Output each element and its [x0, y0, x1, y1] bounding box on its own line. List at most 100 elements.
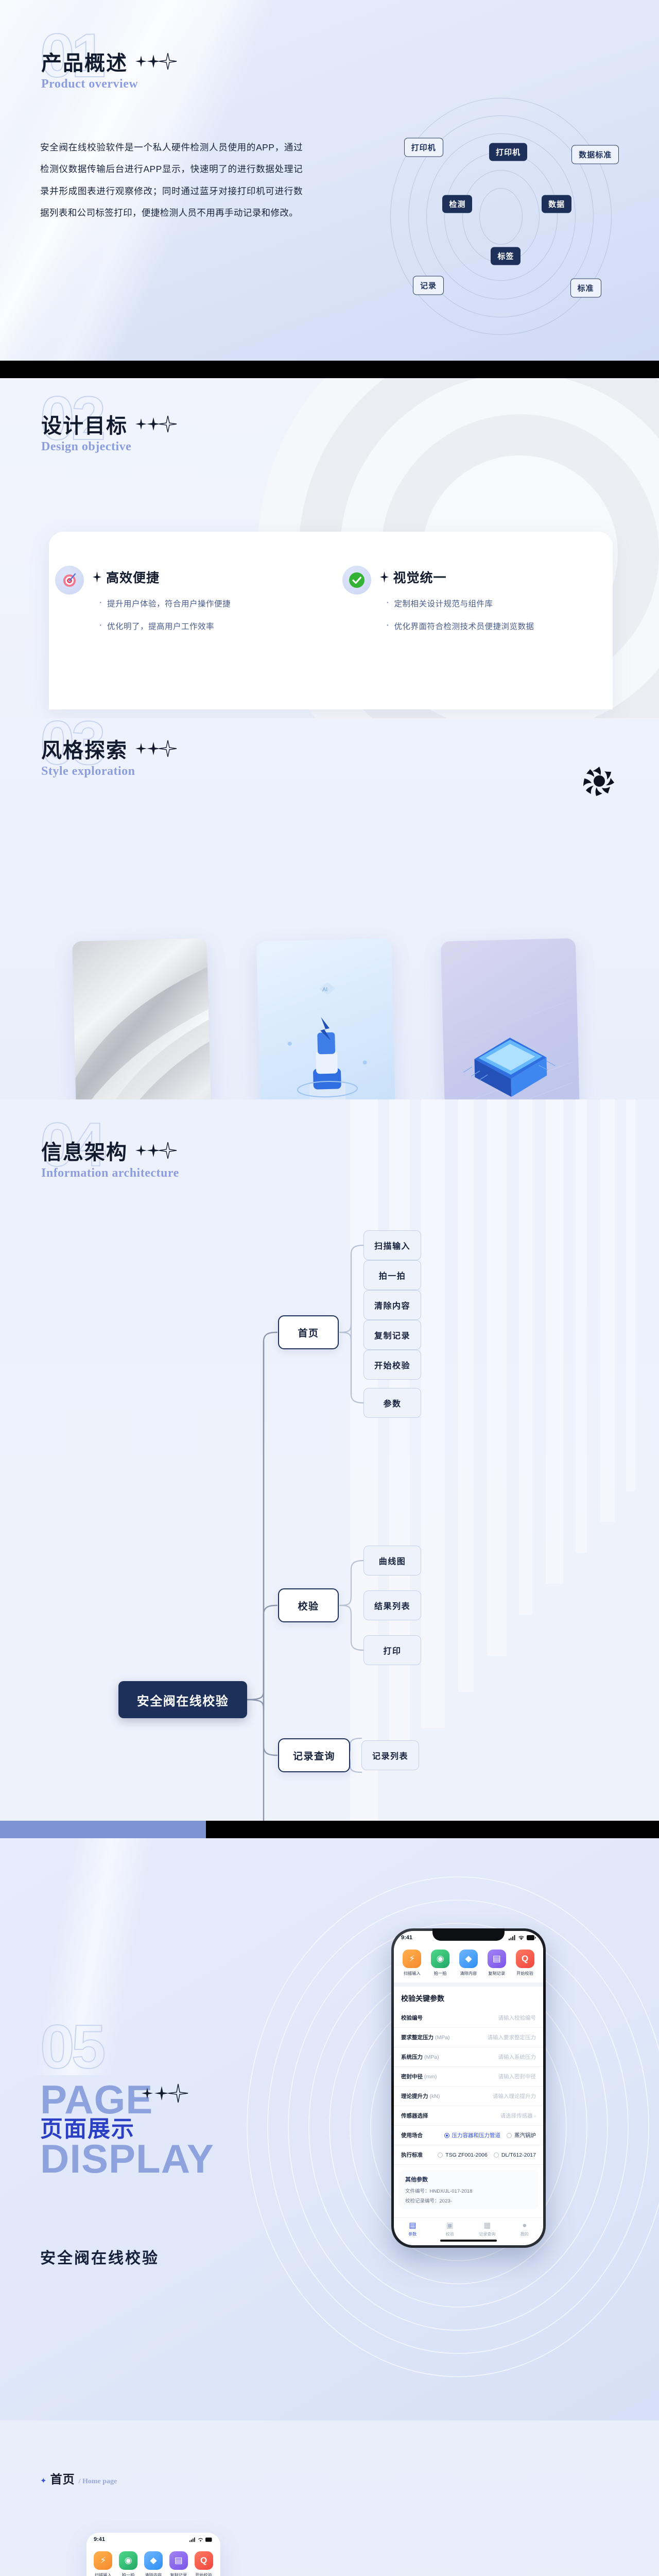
- wifi-icon: [198, 2538, 203, 2541]
- radio-icon: [444, 2132, 449, 2138]
- verify-icon: ▣: [446, 2221, 454, 2230]
- radio-icon: [493, 2152, 499, 2158]
- kingkong-item[interactable]: ⚡ 扫描输入: [399, 1950, 425, 1976]
- radio-option[interactable]: 蒸汽锅炉: [507, 2131, 536, 2139]
- kingkong-item[interactable]: ◉拍一拍: [427, 1950, 453, 1976]
- style-card-row: 轻质 LIGHT AI: [72, 938, 582, 1099]
- spark-bullet-icon: [379, 571, 389, 583]
- form-row-sensor[interactable]: 传感器选择请选择传感器 ›: [394, 2106, 543, 2126]
- row-placeholder: 请输入密封中径: [498, 2074, 536, 2080]
- person-icon: ●: [522, 2221, 527, 2230]
- row-unit: (MPa): [424, 2054, 439, 2060]
- kingkong-item[interactable]: ◉拍一拍: [116, 2551, 141, 2576]
- kingkong-label: 复制记录: [488, 1971, 506, 1976]
- section-information-architecture: 04 信息架构 Information architecture: [0, 1099, 659, 1821]
- section-divider-2: [0, 1821, 659, 1838]
- radar-node-7: 标准: [570, 278, 601, 298]
- kingkong-item[interactable]: ▤复制记录: [484, 1950, 510, 1976]
- status-icons: [509, 1935, 536, 1940]
- radio-option[interactable]: TSG ZF001-2006: [438, 2152, 488, 2158]
- style-art-valve: AI: [256, 938, 397, 1099]
- kingkong-item[interactable]: ⚡扫描输入: [91, 2551, 116, 2576]
- clear-icon: ◆: [459, 1950, 478, 1968]
- kingkong-label: 拍一拍: [433, 1971, 447, 1976]
- ia-leaf: 记录列表: [361, 1740, 419, 1770]
- kingkong-item[interactable]: ◆清除内容: [141, 2551, 166, 2576]
- ia-leaf: 拍一拍: [363, 1260, 421, 1290]
- phone-notch: [432, 1928, 505, 1941]
- hero-subtitle: 安全阀在线校验: [40, 2250, 159, 2267]
- signal-icon: [509, 1935, 515, 1940]
- page-subtitle: Design objective: [41, 440, 132, 453]
- battery-icon: [205, 2537, 212, 2542]
- design-objective-card: 高效便捷 提升用户体验，符合用户操作便捷 优化明了，提高用户工作效率 视觉统一: [49, 532, 613, 709]
- radar-node-4: 数据: [542, 195, 572, 213]
- other-params-line: 校检记录编号：2023-: [405, 2198, 452, 2204]
- radio-option-selected[interactable]: 压力容器和压力管道: [444, 2131, 500, 2139]
- ia-branch-home: 首页: [278, 1315, 339, 1349]
- row-label: 系统压力: [401, 2054, 423, 2060]
- scan-icon: ⚡: [403, 1950, 422, 1968]
- radar-node-3: 检测: [442, 195, 473, 213]
- form-row[interactable]: 要求整定压力(MPa)请输入要求整定压力: [394, 2028, 543, 2047]
- ia-leaf: 曲线图: [363, 1546, 421, 1575]
- overview-header: 01 产品概述 Product overview: [0, 24, 179, 91]
- row-unit: (kN): [429, 2093, 440, 2099]
- row-label: 使用场合: [401, 2132, 423, 2139]
- status-time: 9:41: [94, 2536, 106, 2543]
- scan-icon: ⚡: [94, 2551, 113, 2570]
- tab-verify[interactable]: ▣ 校验: [431, 2218, 469, 2245]
- kingkong-item[interactable]: ◆清除内容: [456, 1950, 481, 1976]
- tab-params[interactable]: ▤ 参数: [394, 2218, 431, 2245]
- spark-bullet-icon: ✦: [40, 2477, 47, 2485]
- kingkong-label: 开始校验: [195, 2573, 212, 2576]
- tab-records[interactable]: ▦记录查询: [469, 2218, 506, 2245]
- status-icons: [189, 2537, 213, 2542]
- callout-title: 金刚区: [294, 2574, 526, 2576]
- form-card-title: 校验关键参数: [401, 1994, 444, 2003]
- ia-leaf: 参数: [363, 1388, 421, 1418]
- radio-option[interactable]: DL/T612-2017: [493, 2152, 536, 2158]
- section-design-objective: 02 设计目标 Design objective: [0, 378, 659, 718]
- form-row[interactable]: 校验编号请输入校验编号: [394, 2008, 543, 2028]
- objective-title: 高效便捷: [106, 571, 160, 585]
- page-title: 风格探索: [41, 739, 128, 762]
- params-icon: ▤: [409, 2221, 417, 2230]
- sparkle-icon: [135, 415, 179, 433]
- tab-label: 记录查询: [479, 2232, 496, 2236]
- concept-radar-diagram: 打印机 打印机 数据标准 检测 数据 标签 记录 标准: [380, 93, 622, 340]
- style-card-efficient: AI 高效 EFFICIENT: [256, 938, 400, 1099]
- ia-leaf: 清除内容: [363, 1290, 421, 1320]
- ia-root-node: 安全阀在线校验: [118, 1681, 247, 1718]
- form-row[interactable]: 系统压力(MPa)请输入系统压力: [394, 2047, 543, 2067]
- tab-label: 参数: [408, 2232, 417, 2236]
- form-row[interactable]: 密封中径(mm)请输入密封中径: [394, 2067, 543, 2087]
- form-row[interactable]: 理论提升力(kN)请输入理论提升力: [394, 2087, 543, 2106]
- subsection-subtitle: / Home page: [78, 2478, 117, 2485]
- radio-icon: [507, 2132, 512, 2138]
- radio-label: 蒸汽锅炉: [514, 2132, 536, 2139]
- overview-paragraph: 安全阀在线校验软件是一个私人硬件检测人员使用的APP，通过检测仪数据传输后台进行…: [40, 142, 303, 218]
- section-number: 05: [40, 2012, 107, 2081]
- sparkle-icon: [135, 53, 179, 70]
- ia-leaf: 打印: [363, 1635, 421, 1665]
- ia-leaf: 开始校验: [363, 1350, 421, 1380]
- ia-header: 04 信息架构 Information architecture: [0, 1113, 179, 1180]
- sparkle-icon: [140, 2083, 192, 2106]
- section-divider-1: [0, 361, 659, 378]
- list-item: 提升用户体验，符合用户操作便捷: [98, 597, 331, 609]
- form-row-scene[interactable]: 使用场合 压力容器和压力管道 蒸汽锅炉: [394, 2126, 543, 2145]
- tab-label: 校验: [445, 2232, 454, 2236]
- form-row-standard[interactable]: 执行标准 TSG ZF001-2006 DL/T612-2017: [394, 2145, 543, 2165]
- tab-mine[interactable]: ●我的: [506, 2218, 544, 2245]
- row-label: 要求整定压力: [401, 2035, 433, 2041]
- kingkong-item[interactable]: ▤复制记录: [166, 2551, 191, 2576]
- kingkong-label: 复制记录: [170, 2573, 187, 2576]
- kingkong-label: 扫描输入: [403, 1971, 421, 1976]
